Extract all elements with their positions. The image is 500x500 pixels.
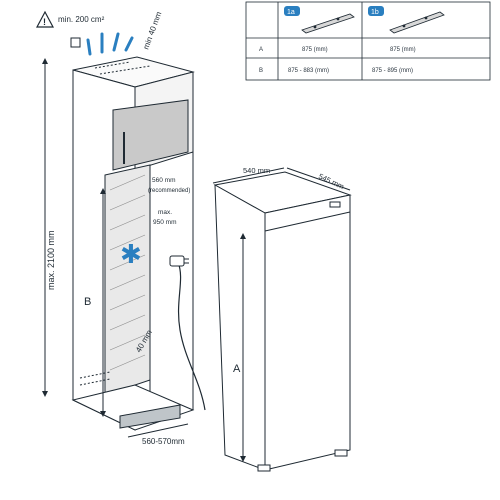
table-row-a-label: A xyxy=(259,47,263,53)
plug-icon xyxy=(169,255,189,267)
niche-height-label: B xyxy=(84,296,91,308)
bracket-1a-icon xyxy=(301,13,355,34)
socket-note-label: (recommended) xyxy=(148,188,190,194)
airflow-arrows-icon xyxy=(86,32,134,56)
table-header-1a: 1a xyxy=(284,6,300,16)
top-gap-label: min 40 mm xyxy=(141,10,163,51)
appliance-depth-line xyxy=(286,167,351,191)
niche-width-line xyxy=(127,423,189,438)
warning-icon: ! xyxy=(36,10,54,28)
socket-icon xyxy=(70,37,81,48)
cabinet-drawing xyxy=(71,56,195,431)
dimension-table xyxy=(245,1,491,81)
table-row-b-label: B xyxy=(259,68,263,74)
vent-area-label: min. 200 cm² xyxy=(58,15,105,24)
niche-back-hatching xyxy=(109,174,146,371)
power-cable xyxy=(177,261,206,411)
table-row-a-1b: 875 (mm) xyxy=(390,47,416,53)
table-row-b-1a: 875 - 883 (mm) xyxy=(288,68,329,74)
socket-height-label-a: max. xyxy=(158,209,172,216)
svg-text:!: ! xyxy=(43,17,46,27)
table-row-b-1b: 875 - 895 (mm) xyxy=(372,68,413,74)
appliance-width-line xyxy=(212,167,285,184)
svg-text:1a: 1a xyxy=(287,9,295,16)
socket-height-label-b: 950 mm xyxy=(153,219,176,226)
svg-text:1b: 1b xyxy=(371,9,379,16)
snowflake-icon: ✱ xyxy=(120,240,142,270)
niche-width-label: 560-570mm xyxy=(142,437,185,446)
table-row-a-1a: 875 (mm) xyxy=(302,47,328,53)
height-max-label: max. 2100 mm xyxy=(46,230,56,290)
appliance-height-label: A xyxy=(233,363,241,375)
table-header-1b: 1b xyxy=(368,6,384,16)
bracket-1b-icon xyxy=(389,11,445,34)
appliance-drawing xyxy=(213,171,352,472)
appliance-width-label: 540 mm xyxy=(243,166,270,175)
socket-distance-label: 560 mm xyxy=(152,177,175,184)
